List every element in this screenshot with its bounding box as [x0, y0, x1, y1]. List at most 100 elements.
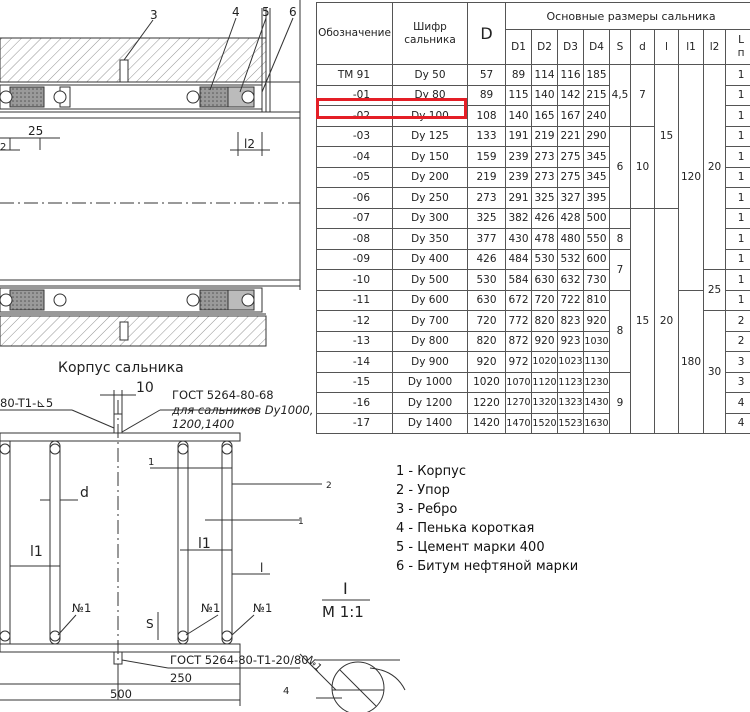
- cell-cipher: Dy 50: [392, 64, 468, 86]
- cell-D3: 221: [557, 125, 584, 147]
- cell-D1: 89: [505, 64, 532, 86]
- cell-D4: 395: [583, 187, 610, 209]
- cell-D: 1220: [467, 392, 506, 414]
- table-row: -13 Dy 800 820 872 920 923 1030 2: [316, 330, 750, 352]
- dim-l: l: [260, 561, 263, 575]
- cell-L: 1: [724, 289, 750, 311]
- cell-D: 219: [467, 166, 506, 188]
- detail-label: I: [343, 579, 348, 598]
- cell-D: 920: [467, 351, 506, 373]
- dim-2: 2: [0, 142, 6, 153]
- cell-D4: 345: [583, 146, 610, 168]
- top-view-labels: 3 4 5 6 25 2 l2: [0, 5, 297, 153]
- cell-l2: 30: [703, 310, 726, 434]
- cell-d: 10: [630, 125, 655, 209]
- dim-l1-right: l1: [198, 536, 211, 552]
- cell-D4: 185: [583, 64, 610, 86]
- cell-D2: 1520: [531, 412, 558, 434]
- cell-D2: 273: [531, 146, 558, 168]
- cell-l: 15: [654, 64, 679, 209]
- cell-D1: 584: [505, 269, 532, 291]
- cell-D3: 632: [557, 269, 584, 291]
- cell-L: 3: [724, 371, 750, 393]
- cell-D2: 426: [531, 207, 558, 229]
- legend-item: 1 - Корпус: [396, 464, 467, 479]
- cell-D3: 428: [557, 207, 584, 229]
- cell-cipher: Dy 150: [392, 146, 468, 168]
- detail-scale: М 1:1: [322, 603, 364, 621]
- cell-S: 8: [609, 228, 631, 250]
- cell-D3: 480: [557, 228, 584, 250]
- cell-L: 1: [724, 269, 750, 291]
- cell-L: 2: [724, 310, 750, 332]
- cell-D: 377: [467, 228, 506, 250]
- cell-D3: 275: [557, 166, 584, 188]
- cell-D3: 327: [557, 187, 584, 209]
- cell-S: 4,5: [609, 64, 631, 127]
- table-row: -04 Dy 150 159 239 273 275 345 1: [316, 146, 750, 168]
- front-view-labels: 10 80-T1-⊾5 ГОСТ 5264-80-68 для сальнико…: [0, 380, 332, 701]
- cell-D3: 1023: [557, 351, 584, 373]
- cell-D: 530: [467, 269, 506, 291]
- callout-2: 2: [326, 481, 332, 491]
- cell-designation: -03: [316, 125, 393, 147]
- cell-D2: 219: [531, 125, 558, 147]
- cell-L: 2: [724, 330, 750, 352]
- cell-L: 4: [724, 412, 750, 434]
- cell-D4: 600: [583, 248, 610, 270]
- legend-item: 5 - Цемент марки 400: [396, 540, 545, 555]
- cell-L: 1: [724, 125, 750, 147]
- cell-D2: 920: [531, 330, 558, 352]
- cell-designation: -07: [316, 207, 393, 229]
- cell-d: 7: [630, 64, 655, 127]
- callout-1-top: 1: [148, 457, 154, 468]
- cell-D2: 530: [531, 248, 558, 270]
- cell-D1: 1270: [505, 392, 532, 414]
- cell-D4: 240: [583, 105, 610, 127]
- table-row: -03 Dy 125 133 191 219 221 290 6 10 1: [316, 125, 750, 209]
- cell-D4: 810: [583, 289, 610, 311]
- cell-L: 1: [724, 207, 750, 229]
- cell-D4: 215: [583, 84, 610, 106]
- gost-note-2: для сальников Dy1000,: [171, 403, 313, 417]
- detail-view: [299, 599, 406, 712]
- cell-cipher: Dy 125: [392, 125, 468, 147]
- cell-cipher: Dy 250: [392, 187, 468, 209]
- cell-designation: -10: [316, 269, 393, 291]
- table-row: -17 Dy 1400 1420 1470 1520 1523 1630 4: [316, 412, 750, 434]
- cell-L: 1: [724, 105, 750, 127]
- callout-5: 5: [262, 5, 270, 19]
- dim-d: d: [80, 485, 89, 501]
- cell-D3: 1323: [557, 392, 584, 414]
- cell-designation: -15: [316, 371, 393, 393]
- cell-l2: 20: [703, 64, 726, 270]
- cell-designation: -16: [316, 392, 393, 414]
- cell-D: 325: [467, 207, 506, 229]
- top-section-view: [0, 0, 301, 347]
- cell-D2: 630: [531, 269, 558, 291]
- cell-D2: 478: [531, 228, 558, 250]
- cell-cipher: Dy 1200: [392, 392, 468, 414]
- cell-D2: 273: [531, 166, 558, 188]
- dim-4: 4: [283, 686, 289, 697]
- cell-D1: 239: [505, 146, 532, 168]
- cell-D1: 140: [505, 105, 532, 127]
- callout-3: 3: [150, 8, 158, 22]
- cell-D: 133: [467, 125, 506, 147]
- cell-D: 1420: [467, 412, 506, 434]
- cell-designation: -09: [316, 248, 393, 270]
- cell-S: 6: [609, 125, 631, 209]
- cell-D1: 772: [505, 310, 532, 332]
- cell-D3: 167: [557, 105, 584, 127]
- cell-D: 273: [467, 187, 506, 209]
- cell-D4: 730: [583, 269, 610, 291]
- legend-item: 3 - Ребро: [396, 502, 458, 517]
- cell-D2: 325: [531, 187, 558, 209]
- cell-S-empty: [609, 207, 631, 229]
- table-row: -10 Dy 500 530 584 630 632 730 25 1: [316, 269, 750, 311]
- cell-designation: -05: [316, 166, 393, 188]
- header-l2: l2: [703, 29, 726, 65]
- weld-no1-c: №1: [253, 601, 272, 615]
- cell-l: 20: [654, 207, 679, 434]
